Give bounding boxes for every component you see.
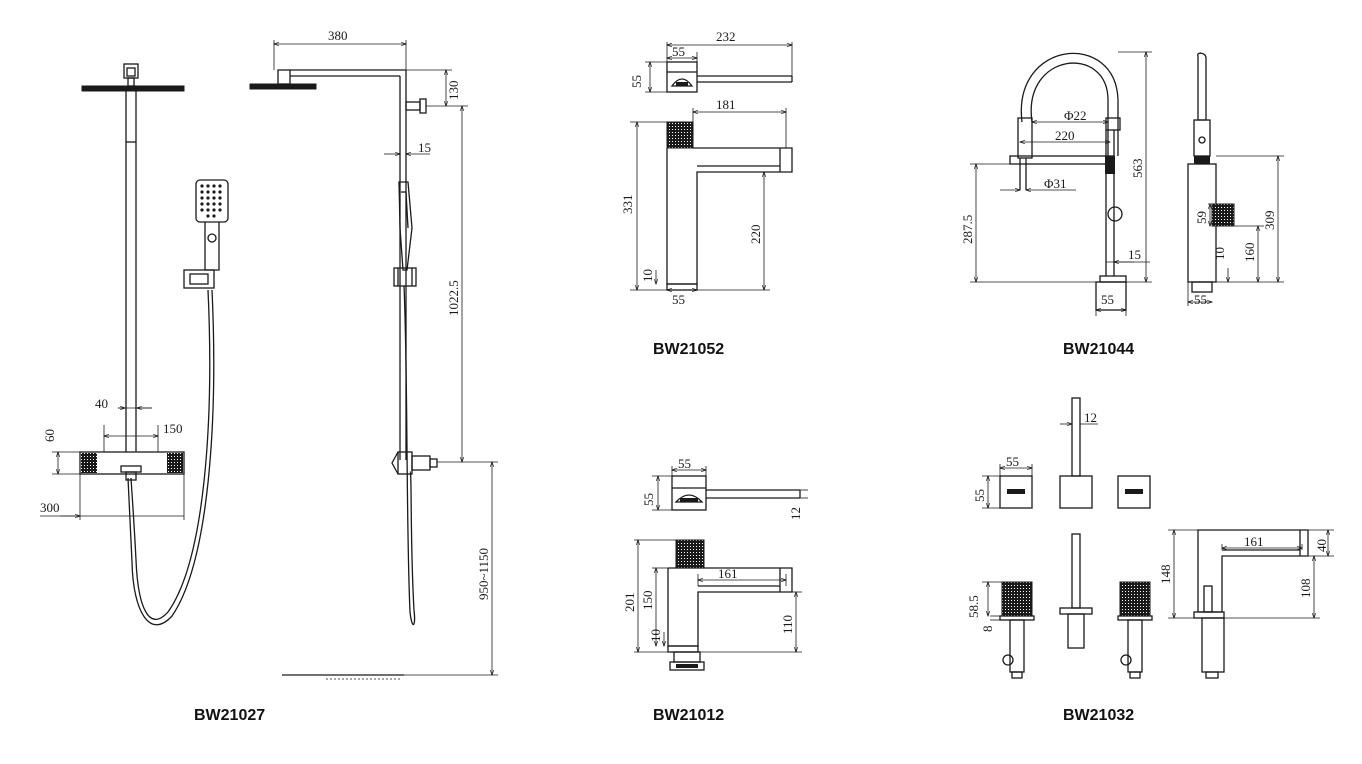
bw21032-dim-148: 148 — [1158, 565, 1173, 585]
bw21012-dim-12: 12 — [788, 507, 803, 520]
bw21052-dim-331: 331 — [620, 195, 635, 215]
bw21052-caption: BW21052 — [653, 341, 724, 358]
bw21032-dim-40: 40 — [1314, 539, 1329, 552]
bw21012-top-view — [671, 475, 801, 511]
bw21012-dim-55-depth: 55 — [641, 493, 656, 506]
bw21012-dim-150: 150 — [640, 591, 655, 611]
bw21044-dim-220: 220 — [1055, 128, 1075, 143]
bw21044-side-dimensions: 309 160 59 10 55 — [1188, 156, 1284, 307]
bw21052-dim-55-top: 55 — [672, 44, 685, 59]
bw21032-dim-12: 12 — [1084, 410, 1097, 425]
bw21044-side-dim-10: 10 — [1212, 247, 1227, 260]
bw21027-dim-130: 130 — [446, 81, 461, 101]
bw21052-side-view — [666, 121, 793, 291]
bw21027-dim-380: 380 — [328, 28, 348, 43]
bw21044-side-dim-160: 160 — [1242, 243, 1257, 263]
bw21052-dim-55-base: 55 — [672, 292, 685, 307]
bw21032-dim-161: 161 — [1244, 534, 1264, 549]
bw21027-dim-150: 150 — [163, 421, 183, 436]
bw21044-side-dim-59: 59 — [1194, 211, 1209, 224]
bw21012-dim-110: 110 — [780, 615, 795, 634]
bw21044-front-view — [1009, 52, 1127, 311]
bw21052-dim-220: 220 — [748, 225, 763, 245]
bw21027-side-dimensions: 380 130 15 1022.5 950~1150 — [274, 28, 498, 675]
bw21032-caption: BW21032 — [1063, 707, 1134, 724]
bw21032-dim-55-top: 55 — [1006, 454, 1019, 469]
bw21027-dim-300: 300 — [40, 500, 60, 515]
bw21052-side-dimensions: 181 331 10 220 55 — [620, 97, 786, 307]
bw21052-dim-232: 232 — [716, 29, 736, 44]
bw21044-dim-287-5: 287.5 — [960, 215, 975, 244]
bw21012-dim-161: 161 — [718, 566, 738, 581]
bw21012-side-dimensions: 201 150 10 161 110 — [622, 540, 802, 652]
bw21032-front-dimensions: 58.5 8 — [966, 582, 1002, 632]
bw21032-side-dimensions: 161 40 148 108 — [1158, 530, 1334, 618]
bw21032-dim-55-depth: 55 — [972, 489, 987, 502]
bw21012-side-view — [667, 539, 793, 671]
bw21032-side-view — [1193, 529, 1309, 679]
bw21027-dim-60: 60 — [42, 429, 57, 442]
bw21052-top-view — [666, 61, 793, 93]
bw21032-dim-8: 8 — [980, 626, 995, 633]
bw21027-dim-1022-5: 1022.5 — [446, 280, 461, 316]
bw21044-front-dimensions: Φ22 220 Φ31 287.5 563 15 55 — [960, 52, 1152, 316]
bw21032-top-dimensions: 12 55 55 — [972, 410, 1098, 508]
bw21027-dim-40: 40 — [95, 396, 108, 411]
bw21044-dim-15: 15 — [1128, 247, 1141, 262]
bw21012-dim-10: 10 — [648, 629, 663, 642]
bw21012-caption: BW21012 — [653, 707, 724, 724]
bw21044-dim-563: 563 — [1130, 159, 1145, 179]
bw21052-top-dimensions: 232 55 55 — [629, 29, 792, 92]
bw21027-caption: BW21027 — [194, 707, 265, 724]
bw21032-dim-58-5: 58.5 — [966, 595, 981, 618]
bw21044-dim-55: 55 — [1101, 292, 1114, 307]
bw21012-dim-55-top: 55 — [678, 456, 691, 471]
bw21032-top-view — [999, 397, 1151, 509]
bw21052-dim-55-depth: 55 — [629, 75, 644, 88]
bw21027-front-view — [79, 63, 229, 626]
bw21052-dim-181: 181 — [716, 97, 736, 112]
bw21044-side-view — [1187, 52, 1235, 293]
bw21027-dim-950-1150: 950~1150 — [476, 548, 491, 600]
bw21032-dim-108: 108 — [1298, 579, 1313, 599]
bw21012-top-dimensions: 55 55 12 — [641, 456, 808, 520]
bw21032-front-view — [999, 533, 1153, 679]
bw21027-side-view — [249, 69, 438, 680]
bw21027-front-dimensions: 40 150 60 300 — [40, 396, 185, 520]
bw21052-dim-10: 10 — [640, 269, 655, 282]
bw21012-dim-201: 201 — [622, 593, 637, 613]
bw21027-dim-15: 15 — [418, 140, 431, 155]
bw21044-side-dim-309: 309 — [1262, 211, 1277, 231]
bw21044-caption: BW21044 — [1063, 341, 1134, 358]
bw21044-side-dim-55: 55 — [1194, 292, 1207, 307]
bw21044-dim-phi31: Φ31 — [1044, 176, 1067, 191]
bw21044-dim-phi22: Φ22 — [1064, 108, 1087, 123]
